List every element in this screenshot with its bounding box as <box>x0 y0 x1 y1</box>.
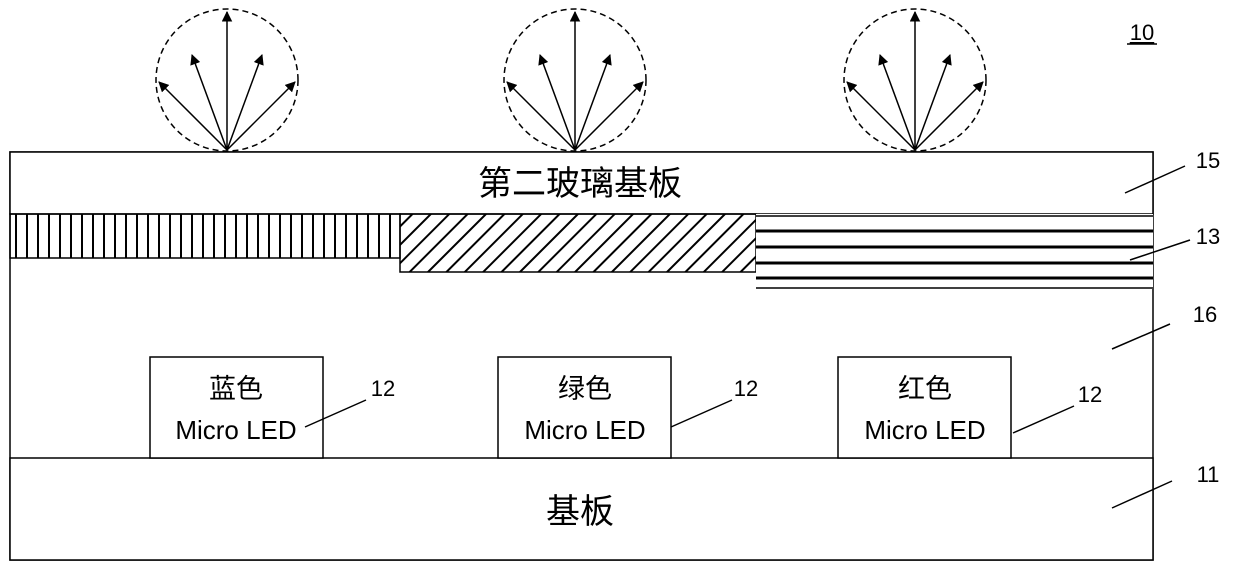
emission-pattern-middle <box>504 9 646 151</box>
conversion-region-green <box>400 214 756 272</box>
led-chip-blue: 蓝色 Micro LED <box>150 357 323 458</box>
emission-pattern-right <box>844 9 986 151</box>
emission-pattern-left <box>156 9 298 151</box>
conversion-region-blue <box>10 214 400 258</box>
ref-label-11: 11 <box>1197 462 1220 487</box>
ref-label-16: 16 <box>1193 302 1217 327</box>
ref-label-12-blue: 12 <box>371 376 395 401</box>
led-chip-red: 红色 Micro LED <box>838 357 1011 458</box>
ref-label-15: 15 <box>1196 148 1220 173</box>
ref-label-13: 13 <box>1196 224 1220 249</box>
led-type-label: Micro LED <box>864 415 985 445</box>
figure-number: 10 <box>1130 20 1154 45</box>
second-glass-substrate-label: 第二玻璃基板 <box>478 164 682 204</box>
substrate-label: 基板 <box>546 492 614 532</box>
led-color-label: 绿色 <box>558 374 612 405</box>
leader-line-12-green <box>671 400 732 427</box>
led-color-label: 蓝色 <box>209 374 263 405</box>
conversion-region-red <box>756 214 1153 289</box>
led-chip-green: 绿色 Micro LED <box>498 357 671 458</box>
led-type-label: Micro LED <box>524 415 645 445</box>
leader-line-12-red <box>1013 406 1074 433</box>
ref-label-12-red: 12 <box>1078 382 1102 407</box>
led-type-label: Micro LED <box>175 415 296 445</box>
leader-line-16 <box>1112 324 1170 349</box>
led-color-label: 红色 <box>898 374 952 405</box>
ref-label-12-green: 12 <box>734 376 758 401</box>
